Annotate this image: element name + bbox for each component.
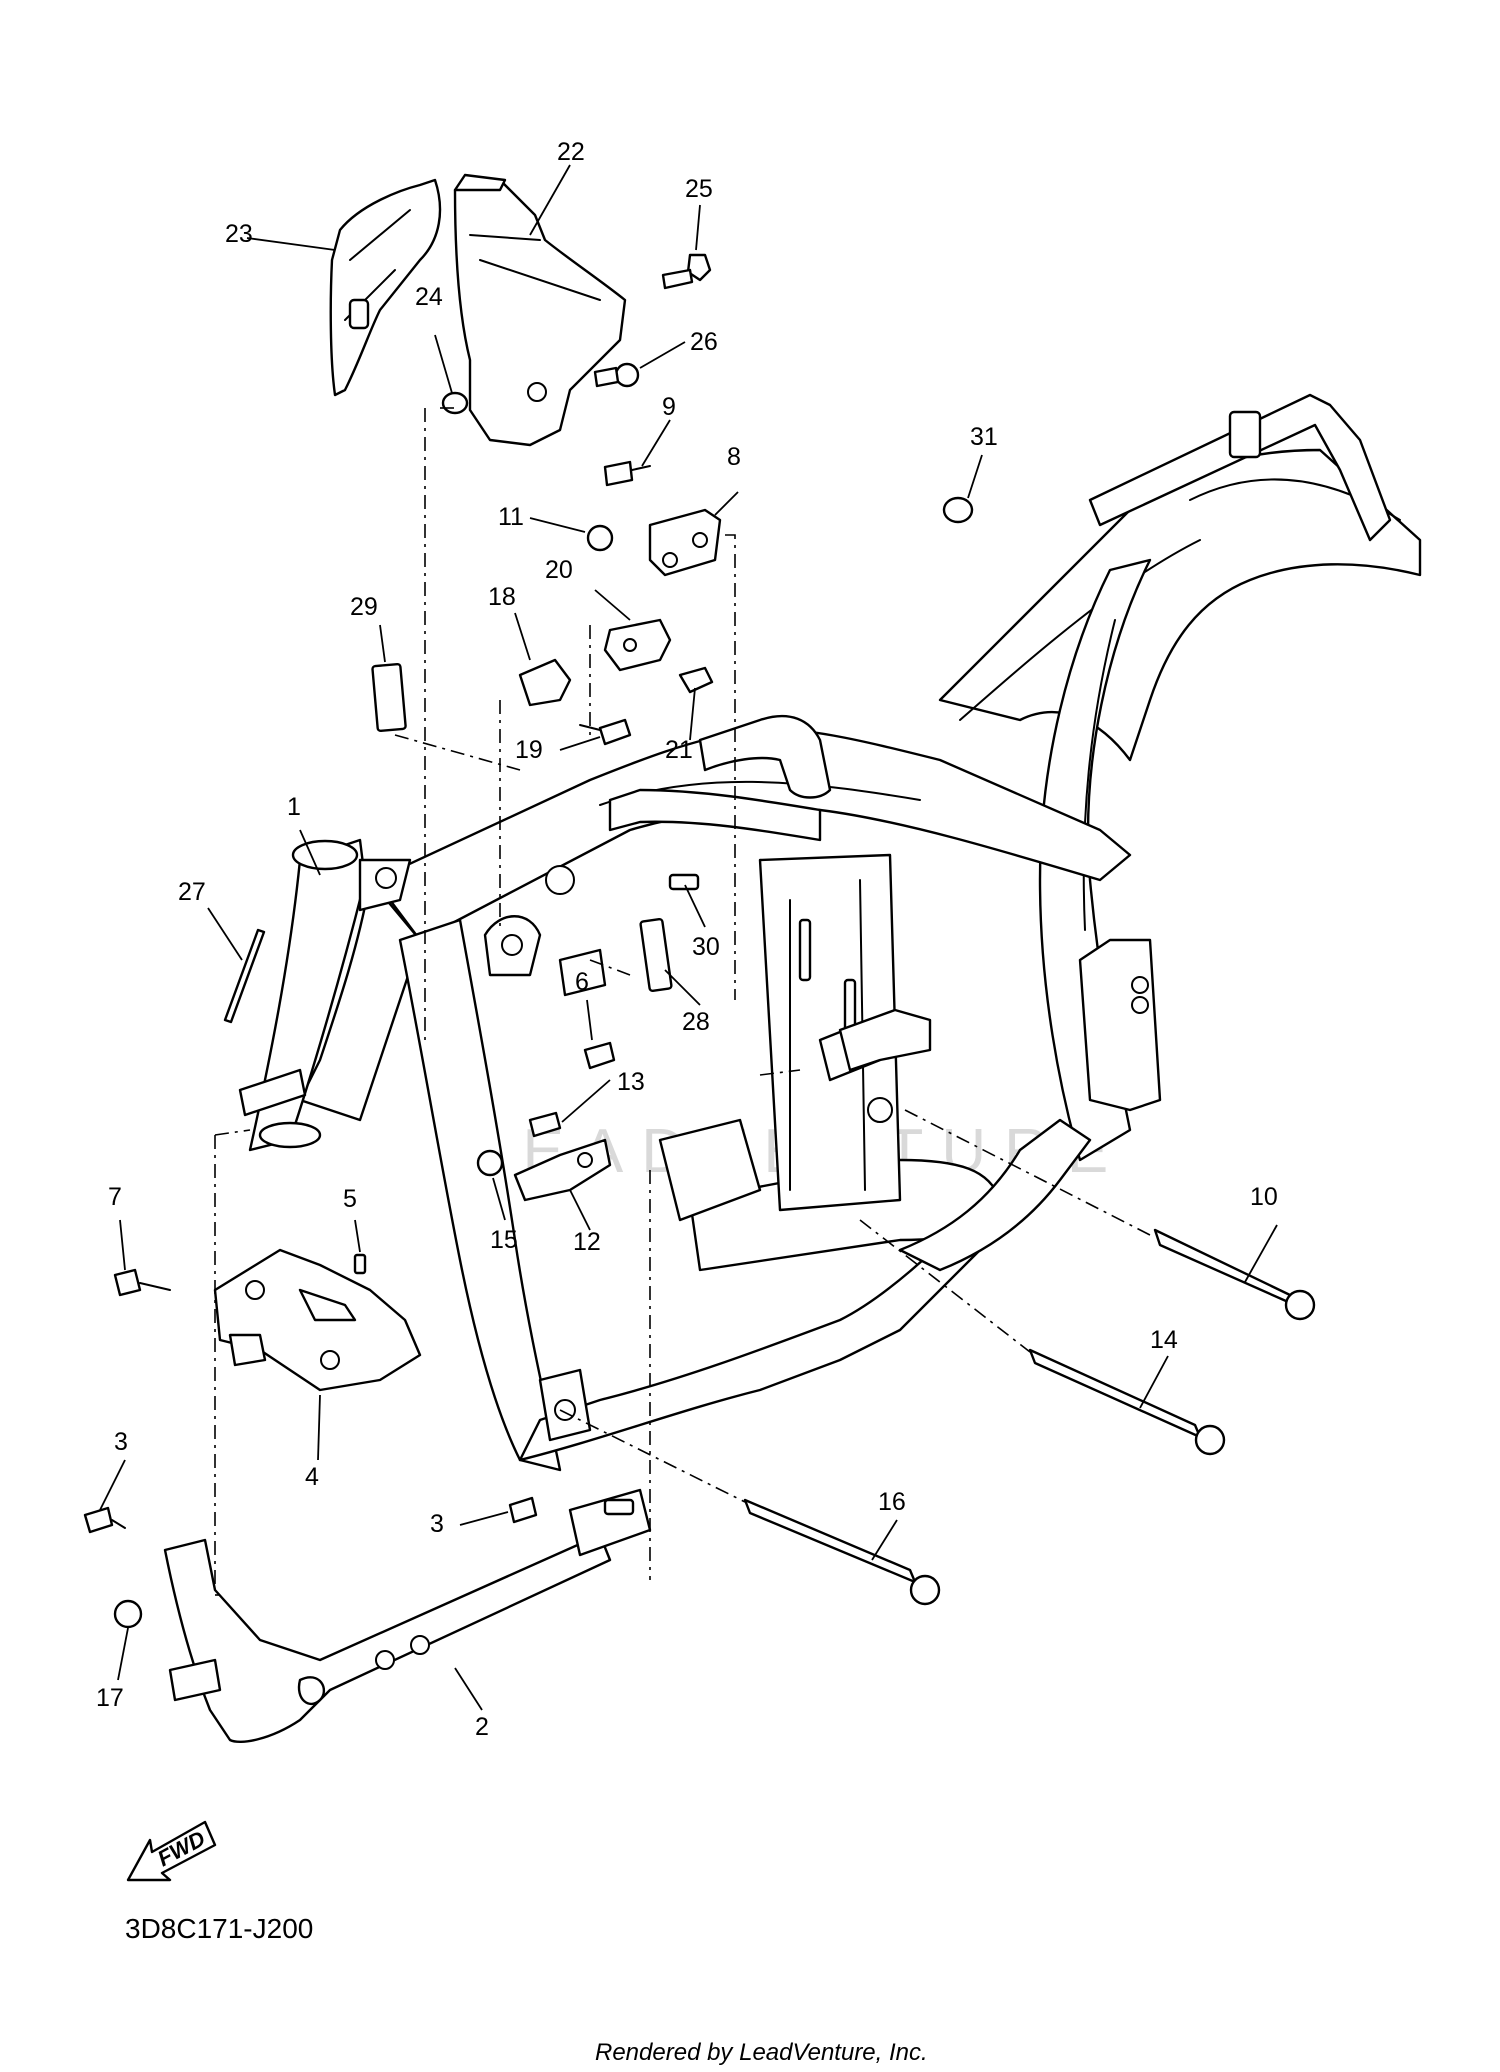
fwd-label: FWD [153,1826,209,1872]
callout-21: 21 [665,736,693,764]
callout-17: 17 [96,1684,124,1712]
part-4-engine-mount [213,1248,422,1392]
main-frame [238,393,1422,1472]
callout-9: 9 [662,393,676,421]
part-2-down-tube [163,1488,652,1743]
rendered-by: Rendered by LeadVenture, Inc. [595,2039,928,2066]
leaders [99,164,1278,1711]
callout-labels: 23 22 25 24 26 9 8 11 31 20 18 29 19 21 … [96,138,1278,1741]
callout-3-right: 3 [430,1510,444,1538]
diagram-code: 3D8C171-J200 [125,1913,313,1944]
callout-15: 15 [490,1226,518,1254]
head-tube [238,838,367,1152]
callout-13: 13 [617,1068,645,1096]
callout-18: 18 [488,583,516,611]
callout-22: 22 [557,138,585,166]
callout-31: 31 [970,423,998,451]
callout-2: 2 [475,1713,489,1741]
callout-5: 5 [343,1185,357,1213]
callout-30: 30 [692,933,720,961]
callout-23: 23 [225,220,253,248]
callout-4: 4 [305,1463,319,1491]
callout-3-left: 3 [114,1428,128,1456]
callout-29: 29 [350,593,378,621]
callout-6: 6 [575,968,589,996]
callout-20: 20 [545,556,573,584]
fwd-arrow: FWD [126,1820,217,1882]
callout-24: 24 [415,283,443,311]
callout-14: 14 [1150,1326,1178,1354]
callout-28: 28 [682,1008,710,1036]
callout-1: 1 [287,793,301,821]
assembly-lines [214,407,1151,1596]
callout-8: 8 [727,443,741,471]
callout-27: 27 [178,878,206,906]
callout-19: 19 [515,736,543,764]
callout-7: 7 [108,1183,122,1211]
callout-16: 16 [878,1488,906,1516]
hardware [83,253,1316,1629]
callout-25: 25 [685,175,713,203]
part-23-cover [329,178,442,397]
part-22-cover [453,173,627,447]
callout-10: 10 [1250,1183,1278,1211]
callout-11: 11 [498,503,524,531]
callout-26: 26 [690,328,718,356]
callout-12: 12 [573,1228,601,1256]
